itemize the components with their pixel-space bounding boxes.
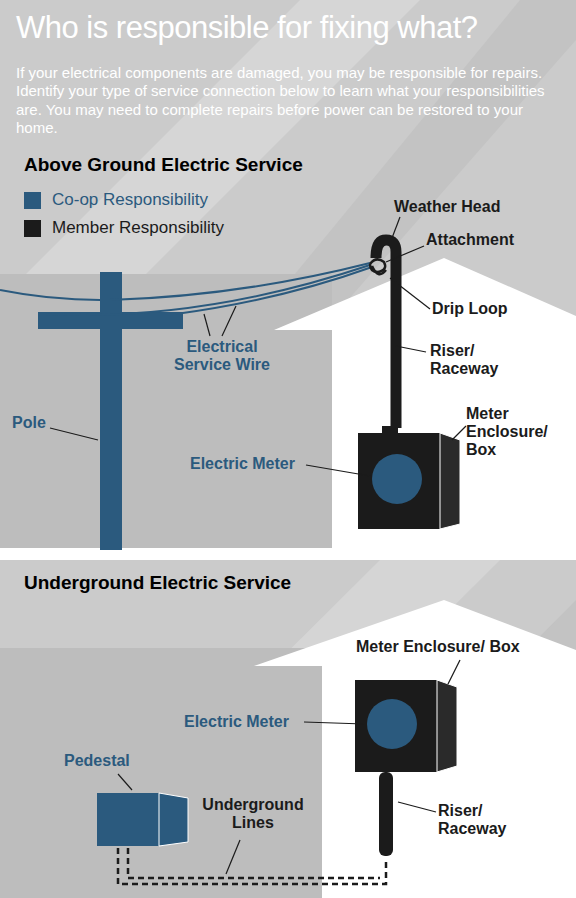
part-label: Attachment [426,231,566,249]
drip-loop [372,266,386,274]
part-label: Pedestal [64,752,164,770]
meter-enclosure-side [440,433,460,529]
attachment [370,259,385,272]
meter-enclosure [358,433,440,529]
part-label: Meter Enclosure/ Box [356,638,566,656]
legend-swatch [24,192,41,209]
divider [0,548,576,560]
pedestal-side [159,793,188,846]
riser [379,772,393,856]
legend-text: Co-op Responsibility [52,190,208,210]
section-heading: Above Ground Electric Service [24,154,384,176]
leader-line [50,428,98,440]
background [0,0,576,560]
underground-line [118,848,386,884]
legend-entry: Co-op Responsibility [24,190,344,212]
service-wire [45,265,370,315]
leader-line [226,840,240,874]
riser [376,240,396,428]
leader-line [452,426,466,440]
leader-line [118,774,132,790]
service-wire [176,267,372,314]
part-label: Electric Meter [190,455,310,473]
leader-line [306,465,370,476]
title: Who is responsible for fixing what? [16,10,566,46]
part-label: Drip Loop [432,300,552,318]
meter-enclosure [355,680,437,772]
electric-meter [367,699,417,749]
leader-line [398,802,436,812]
part-label: Electric Meter [184,713,304,731]
part-label: Riser/ Raceway [430,342,530,378]
part-label: Electrical Service Wire [168,338,276,374]
legend-text: Member Responsibility [52,218,224,238]
house [254,600,576,898]
riser-fitting [382,426,398,434]
leader-line [204,314,210,336]
service-wire [0,290,100,300]
leader-line [222,306,236,336]
house [274,258,576,548]
legend-entry: Member Responsibility [24,218,344,240]
background [0,560,576,898]
leader-line [304,722,364,724]
part-label: Pole [12,414,72,432]
leader-line [448,660,460,684]
wall-block [0,648,322,898]
pedestal [97,793,159,846]
intro-text: If your electrical components are damage… [16,64,564,137]
leader-line [392,217,400,238]
leader-line [386,246,424,262]
part-label: Weather Head [394,198,534,216]
part-label: Riser/ Raceway [438,802,538,838]
legend-swatch [24,220,41,237]
meter-enclosure-side [437,680,457,772]
part-label: Meter Enclosure/ Box [466,405,562,459]
electric-meter [372,454,422,504]
wall-block [0,274,332,550]
leader-line [396,346,426,352]
part-label: Underground Lines [198,796,308,832]
leader-line [390,278,430,309]
section-heading: Underground Electric Service [24,572,384,594]
